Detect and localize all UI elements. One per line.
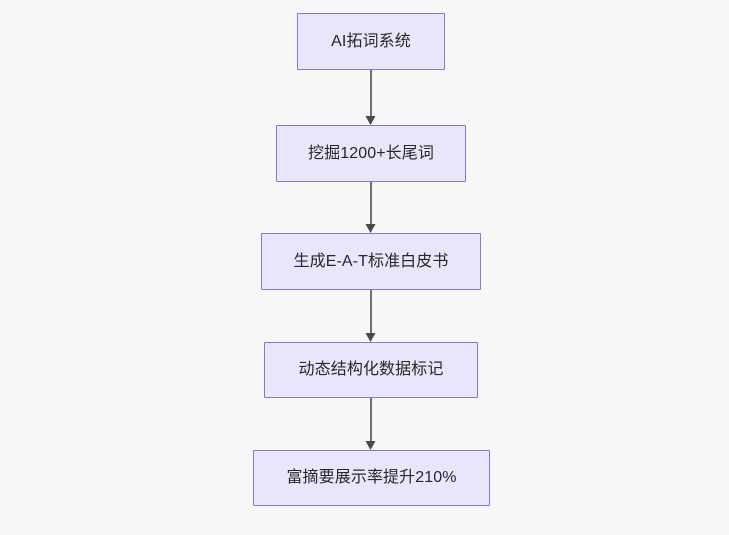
arrowhead-icon bbox=[365, 333, 376, 342]
node-label: 富摘要展示率提升210% bbox=[286, 469, 457, 487]
arrowhead-icon bbox=[365, 441, 376, 450]
flowchart-node-2[interactable]: 挖掘1200+长尾词 bbox=[276, 125, 466, 182]
node-label: 动态结构化数据标记 bbox=[298, 361, 444, 379]
flowchart-node-3[interactable]: 生成E-A-T标准白皮书 bbox=[261, 233, 481, 290]
edge-line bbox=[370, 182, 372, 224]
flowchart-node-5[interactable]: 富摘要展示率提升210% bbox=[253, 450, 490, 506]
arrowhead-icon bbox=[365, 224, 376, 233]
node-label: 挖掘1200+长尾词 bbox=[308, 144, 434, 162]
edge-line bbox=[370, 398, 372, 441]
flowchart-node-4[interactable]: 动态结构化数据标记 bbox=[264, 342, 478, 398]
arrowhead-icon bbox=[365, 116, 376, 125]
node-label: 生成E-A-T标准白皮书 bbox=[293, 252, 449, 270]
edge-line bbox=[370, 290, 372, 333]
edge-line bbox=[370, 70, 372, 116]
flowchart-node-1[interactable]: AI拓词系统 bbox=[297, 13, 445, 70]
node-label: AI拓词系统 bbox=[331, 32, 411, 50]
